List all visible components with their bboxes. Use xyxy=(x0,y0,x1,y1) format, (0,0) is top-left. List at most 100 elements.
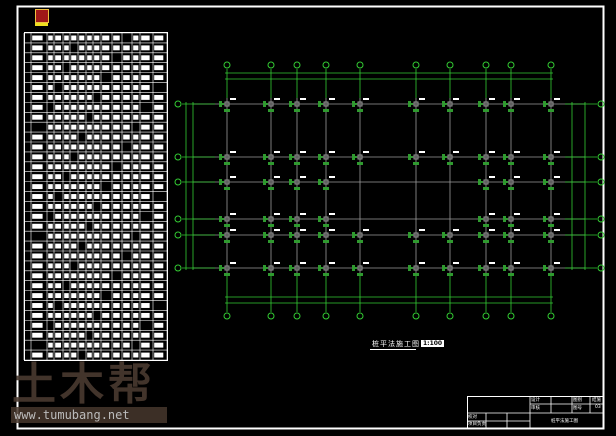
table-cell-text xyxy=(113,75,120,81)
column-marker xyxy=(323,154,329,160)
table-cell-text xyxy=(64,352,69,358)
column-marker xyxy=(224,232,230,238)
table-cell-text xyxy=(141,243,150,249)
pile-cap-icon xyxy=(289,101,294,107)
table-cell-text xyxy=(55,322,62,328)
table-cell-text xyxy=(64,203,69,209)
table-cell-text xyxy=(79,273,85,279)
table-cell-text xyxy=(32,174,43,180)
table-cell-text xyxy=(64,342,69,348)
table-cell-text xyxy=(113,154,120,160)
pile-label-mark xyxy=(514,213,520,215)
table-cell-text xyxy=(71,342,77,348)
column-marker xyxy=(447,154,453,160)
pile-icon xyxy=(508,273,514,276)
column-marker xyxy=(294,216,300,222)
pile-label-mark xyxy=(274,229,280,231)
table-cell-text xyxy=(113,253,120,259)
table-cell-text xyxy=(133,174,139,180)
table-cell-text xyxy=(123,184,130,190)
table-cell-text xyxy=(32,293,43,299)
pile-icon xyxy=(483,273,489,276)
axis-bubble-top xyxy=(482,61,490,69)
table-cell-text xyxy=(113,203,120,209)
table-cell-text xyxy=(133,144,139,150)
pile-label-mark xyxy=(419,262,425,264)
pile-icon xyxy=(224,224,230,227)
table-cell-text xyxy=(55,134,62,140)
table-cell-text xyxy=(55,293,62,299)
table-cell-text xyxy=(55,312,62,318)
table-cell-text xyxy=(94,352,100,358)
table-cell-text xyxy=(102,55,110,61)
pile-label-mark xyxy=(300,151,306,153)
pile-icon xyxy=(224,273,230,276)
table-cell-text xyxy=(55,223,62,229)
table-cell-text xyxy=(55,342,62,348)
pile-label-mark xyxy=(230,151,236,153)
table-cell-text xyxy=(94,194,100,199)
pile-icon xyxy=(323,187,329,190)
table-cell-text xyxy=(141,65,150,71)
table-cell-text xyxy=(123,45,130,51)
pile-label-mark xyxy=(514,262,520,264)
table-cell-text xyxy=(32,134,43,140)
pile-label-mark xyxy=(230,262,236,264)
table-cell-text xyxy=(113,283,120,289)
column-marker xyxy=(548,179,554,185)
pile-cap-icon xyxy=(219,265,224,271)
table-cell-text xyxy=(79,144,85,150)
table-cell-text xyxy=(79,94,85,100)
pile-cap-icon xyxy=(543,265,548,271)
table-cell-text xyxy=(79,194,85,199)
table-cell-text xyxy=(154,114,164,120)
table-cell-text xyxy=(94,134,100,140)
pile-icon xyxy=(413,240,419,243)
pile-cap-icon xyxy=(318,179,323,185)
table-cell-text xyxy=(154,154,164,160)
table-cell-text xyxy=(71,303,77,308)
table-cell-text xyxy=(102,312,110,318)
table-cell-text xyxy=(64,332,69,338)
table-cell-text xyxy=(48,75,53,81)
table-cell-text xyxy=(133,104,139,110)
table-cell-text xyxy=(102,114,110,120)
pile-icon xyxy=(294,109,300,112)
table-cell-text xyxy=(87,312,92,318)
table-cell-text xyxy=(48,184,53,190)
table-cell-text xyxy=(102,194,110,199)
table-cell-text xyxy=(64,124,69,130)
table-cell-text xyxy=(32,303,43,308)
table-cell-text xyxy=(48,144,53,150)
pile-label-mark xyxy=(230,98,236,100)
table-cell-text xyxy=(79,263,85,269)
table-cell-text xyxy=(154,283,164,289)
table-cell-text xyxy=(87,273,92,279)
table-cell-text xyxy=(48,332,53,338)
table-cell-text xyxy=(55,124,62,130)
table-cell-text xyxy=(154,164,164,170)
table-cell-text xyxy=(64,184,69,190)
pile-icon xyxy=(323,224,329,227)
pile-label-mark xyxy=(453,229,459,231)
pile-cap-icon xyxy=(289,216,294,222)
column-marker xyxy=(268,154,274,160)
table-cell-text xyxy=(113,263,120,269)
table-cell-text xyxy=(102,94,110,100)
table-cell-text xyxy=(87,104,92,110)
table-cell-text xyxy=(48,154,53,160)
pile-cap-icon xyxy=(408,101,413,107)
table-cell-text xyxy=(87,75,92,81)
pile-label-mark xyxy=(300,213,306,215)
table-cell-text xyxy=(102,342,110,348)
table-cell-text xyxy=(87,253,92,259)
table-cell-text xyxy=(32,243,43,249)
table-cell-text xyxy=(123,203,130,209)
table-cell-text xyxy=(64,55,69,61)
table-cell-text xyxy=(48,85,53,90)
table-cell-text xyxy=(141,55,150,61)
table-cell-text xyxy=(48,342,53,348)
table-cell-text xyxy=(154,65,164,71)
table-cell-text xyxy=(64,104,69,110)
